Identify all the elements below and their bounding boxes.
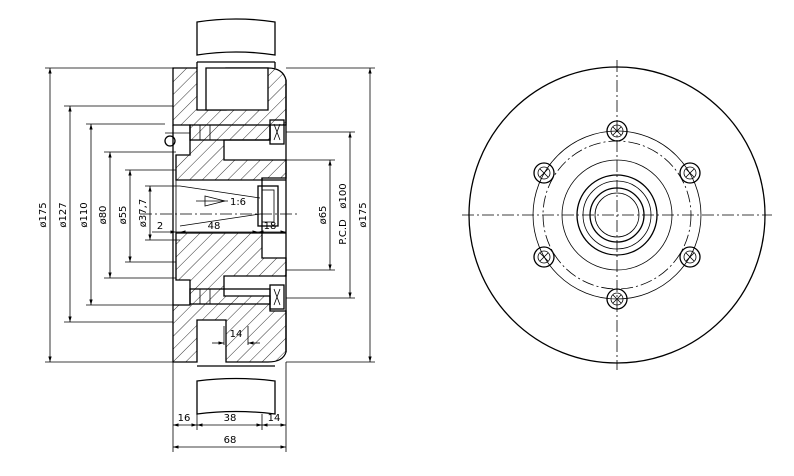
end-view	[462, 60, 772, 370]
dim-width-38: 38	[224, 413, 237, 424]
dim-diameter-65: ø65	[318, 206, 329, 225]
dim-pcd-diameter: ø100	[338, 183, 349, 208]
dim-diameter-55: ø55	[118, 206, 129, 225]
dim-length-18: 18	[264, 221, 277, 232]
dim-bore-diameter: ø127	[58, 202, 69, 227]
right-dimensions	[286, 67, 375, 363]
bolt-hole	[679, 162, 701, 184]
dim-pcd-label: P.C.D	[338, 219, 349, 245]
bolt-hole	[606, 288, 628, 310]
dim-diameter-80: ø80	[98, 206, 109, 225]
dim-width-14-right: 14	[268, 413, 281, 424]
dim-diameter-37-7: ø37,7	[138, 199, 149, 227]
dimension-labels: ø175 ø127 ø110 ø80 ø55 ø37,7 2 48 18 1:6…	[38, 183, 369, 446]
bolt-hole	[533, 246, 555, 268]
dim-diameter-110: ø110	[79, 202, 90, 227]
left-dimensions	[45, 67, 180, 363]
section-view	[140, 18, 300, 415]
dim-length-48: 48	[208, 221, 221, 232]
dim-offset-2: 2	[157, 221, 163, 232]
upper-bolt	[164, 119, 285, 147]
dim-width-14-center: 14	[230, 329, 243, 340]
bolt-hole	[606, 120, 628, 142]
dim-width-16: 16	[178, 413, 191, 424]
tyre-bottom	[196, 365, 276, 415]
dim-overall-diameter-left: ø175	[38, 202, 49, 227]
bore-lines	[172, 80, 287, 352]
bottom-dimensions	[172, 326, 287, 452]
dim-taper-ratio: 1:6	[230, 197, 246, 208]
bolt-hole	[533, 162, 555, 184]
dim-overall-width: 68	[224, 435, 237, 446]
tyre-top	[196, 18, 276, 68]
taper-symbol	[196, 195, 228, 207]
hub-upper-section	[172, 67, 287, 181]
bolt-hole	[679, 246, 701, 268]
dim-overall-diameter-right: ø175	[358, 202, 369, 227]
lower-bolt	[189, 284, 285, 310]
